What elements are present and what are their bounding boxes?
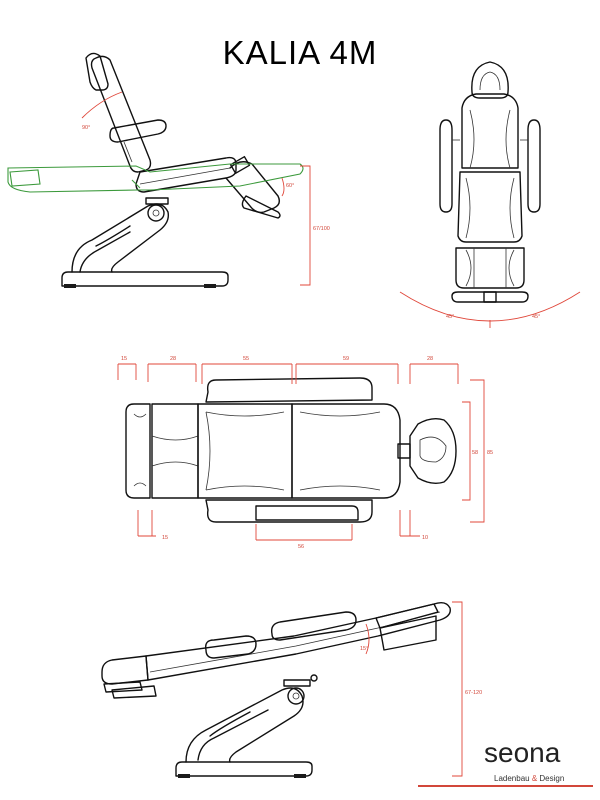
logo-tagline-amp: & [531,774,538,783]
height-label-lower: 67-120 [465,690,482,696]
logo-tagline-right: Design [539,774,565,783]
dim-right-outer: 85 [487,450,493,456]
dim-top-4: 59 [343,356,349,362]
height-label-side: 67/100 [313,226,330,232]
page-title: KALIA 4M [222,34,378,71]
lower-view-chair [101,601,463,778]
logo-tagline-left: Ladenbau [494,774,530,783]
logo-wordmark: seona [484,737,561,768]
dim-top-3: 55 [243,356,249,362]
angle-foot-label: 60° [286,183,294,189]
logo-rule [418,785,593,787]
side-view-chair [7,52,311,288]
dim-bottom-center: 56 [298,544,304,550]
angle-left-label: 45° [446,314,454,320]
angle-lower-label: 15° [360,646,368,652]
logo-tagline: Ladenbau & Design [494,774,564,783]
seona-logo: seona Ladenbau & Design [418,737,596,797]
dim-bottom-left: 15 [162,535,168,541]
dim-top-1: 15 [121,356,127,362]
top-view-chair [399,61,581,328]
dim-top-2: 28 [170,356,176,362]
dim-right-inner: 58 [472,450,478,456]
plan-view-chair [117,363,485,541]
dim-bottom-right: 10 [422,535,428,541]
dim-top-5: 28 [427,356,433,362]
angle-right-label: 45° [532,314,540,320]
angle-back-label: 90° [82,125,90,131]
